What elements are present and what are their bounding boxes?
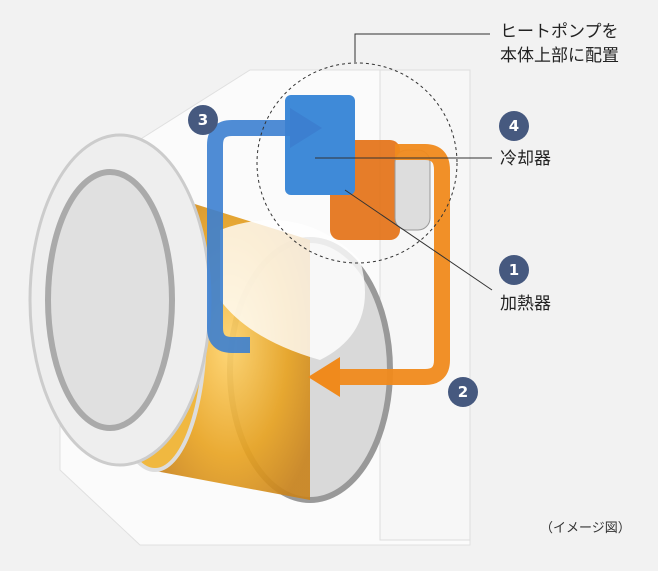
door: [28, 133, 212, 467]
heat-pump-label-line2: 本体上部に配置: [500, 46, 619, 66]
cool-flow-arrowhead: [290, 108, 322, 148]
heat-flow-arrow: [335, 144, 450, 385]
step-badge-4: 4: [499, 111, 529, 141]
step-badge-2: 2: [448, 377, 478, 407]
cool-flow-arrow: [207, 120, 295, 353]
heat-pump-highlight-circle: [256, 62, 458, 264]
image-caption: （イメージ図）: [540, 521, 631, 536]
heater-leader-line: [344, 189, 493, 291]
heat-pump-leader-line: [354, 33, 490, 62]
heat-pump-label: ヒートポンプを 本体上部に配置: [500, 20, 619, 68]
heat-flow-arrowhead: [308, 357, 340, 397]
step-badge-1: 1: [499, 255, 529, 285]
heater-label: 加熱器: [500, 294, 551, 314]
cooler-label: 冷却器: [500, 149, 551, 169]
heat-pump-label-line1: ヒートポンプを: [500, 22, 619, 42]
step-badge-3: 3: [188, 105, 218, 135]
